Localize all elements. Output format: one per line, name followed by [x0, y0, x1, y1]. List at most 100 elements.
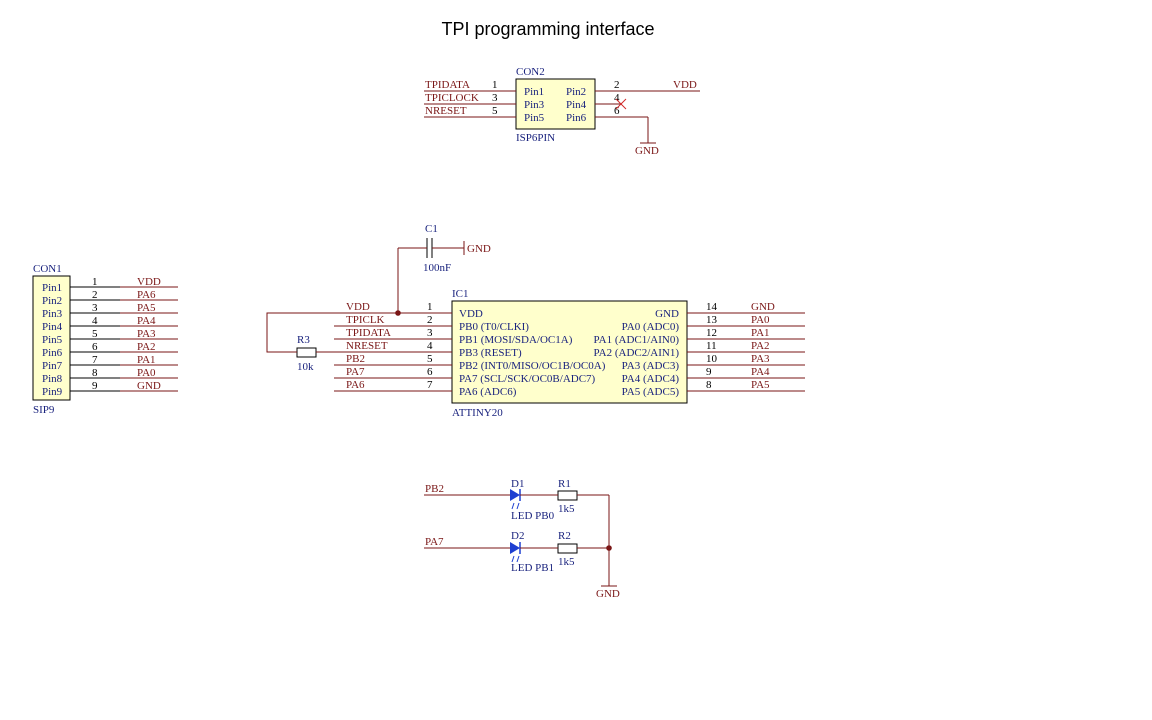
ic1-pin-number: 6 — [427, 366, 433, 378]
r3-resistor[interactable]: R3 10k — [296, 334, 317, 373]
led-wires: PB2 PA7 GND — [424, 483, 620, 600]
resistor-body — [296, 347, 317, 358]
con2-body — [515, 78, 596, 130]
ic1-body — [451, 300, 688, 404]
con1-net-label: PA6 — [137, 289, 156, 301]
con1-pin5-name: Pin5 — [42, 334, 63, 346]
con1-wires: 1 2 3 4 5 6 7 8 9 VDD PA6 PA5 PA4 PA3 PA… — [70, 276, 178, 392]
c1-capacitor[interactable]: C1 100nF — [423, 223, 451, 274]
r1-ref: R1 — [558, 478, 571, 490]
con1-pin6-name: Pin6 — [42, 347, 63, 359]
ic1-pin-name: PA5 (ADC5) — [622, 386, 680, 398]
net-label-tpiclock: TPICLOCK — [425, 92, 479, 104]
ic1-right-wires: 14 13 12 11 10 9 8 GND PA0 PA1 PA2 PA3 P… — [687, 301, 805, 392]
con1-body — [32, 275, 71, 401]
con1-net-label: PA3 — [137, 328, 156, 340]
ic1-pin-name: PA3 (ADC3) — [622, 360, 680, 372]
ic1-pin-number: 14 — [706, 301, 718, 313]
c1-wires: GND — [395, 241, 491, 316]
ic1-pin-number: 2 — [427, 314, 433, 326]
con2-pin6-name: Pin6 — [566, 112, 587, 124]
con2-pin1-name: Pin1 — [524, 86, 544, 98]
ic1-pin-name: PB0 (T0/CLKI) — [459, 321, 529, 333]
ic1-pin-name: PA6 (ADC6) — [459, 386, 517, 398]
r3-ref: R3 — [297, 334, 310, 346]
r2-resistor[interactable]: R2 1k5 — [557, 530, 578, 568]
con2-pin1-number: 1 — [492, 79, 498, 91]
ic1-net-label: PB2 — [346, 353, 365, 365]
con1-net-label: PA0 — [137, 367, 156, 379]
ic1-chip[interactable]: IC1 VDD PB0 (T0/CLKI) PB1 (MOSI/SDA/OC1A… — [451, 288, 688, 419]
no-connect-marker — [615, 98, 627, 110]
ic1-pin-name: PB1 (MOSI/SDA/OC1A) — [459, 334, 573, 346]
con1-pin7-name: Pin7 — [42, 360, 63, 372]
d1-value: LED PB0 — [511, 510, 555, 522]
net-label-pb2: PB2 — [425, 483, 444, 495]
ic1-net-label: TPIDATA — [346, 327, 391, 339]
con1-ref: CON1 — [33, 263, 62, 275]
con1-net-label: VDD — [137, 276, 161, 288]
net-label-vdd: VDD — [673, 79, 697, 91]
diode-triangle — [510, 542, 520, 554]
d2-value: LED PB1 — [511, 562, 554, 574]
ic1-net-label: PA6 — [346, 379, 365, 391]
r2-ref: R2 — [558, 530, 571, 542]
con1-pin4-number: 4 — [92, 315, 98, 327]
ic1-net-label: NRESET — [346, 340, 388, 352]
r3-wires — [266, 312, 334, 353]
light-emission-icon — [511, 502, 520, 510]
ic1-pin-number: 11 — [706, 340, 717, 352]
con2-ref: CON2 — [516, 66, 545, 78]
con1-net-label: PA4 — [137, 315, 156, 327]
ic1-pin-number: 12 — [706, 327, 717, 339]
con1-pin7-number: 7 — [92, 354, 98, 366]
ic1-net-label: PA2 — [751, 340, 770, 352]
resistor-body — [557, 543, 578, 554]
ic1-pin-name: PA7 (SCL/SCK/OC0B/ADC7) — [459, 373, 596, 385]
net-label-tpidata: TPIDATA — [425, 79, 470, 91]
con2-pin4-number: 4 — [614, 92, 620, 104]
con1-pin1-name: Pin1 — [42, 282, 62, 294]
junction-dot — [606, 545, 612, 551]
r1-resistor[interactable]: R1 1k5 — [557, 478, 578, 515]
con1-net-label: PA2 — [137, 341, 156, 353]
ic1-pin-number: 1 — [427, 301, 433, 313]
ic1-net-label: PA0 — [751, 314, 770, 326]
ic1-pin-number: 10 — [706, 353, 718, 365]
con1-pin2-name: Pin2 — [42, 295, 62, 307]
con1-pin1-number: 1 — [92, 276, 98, 288]
led-d2[interactable]: D2 LED PB1 — [510, 530, 554, 574]
net-wire — [266, 312, 334, 353]
ic1-net-label: PA1 — [751, 327, 770, 339]
page-title: TPI programming interface — [441, 19, 654, 39]
ic1-pin-number: 5 — [427, 353, 433, 365]
led-d1[interactable]: D1 LED PB0 — [510, 478, 555, 522]
r1-value: 1k5 — [558, 503, 575, 515]
ic1-ref: IC1 — [452, 288, 469, 300]
con1-pin6-number: 6 — [92, 341, 98, 353]
con1-pin8-name: Pin8 — [42, 373, 63, 385]
con2-pin4-name: Pin4 — [566, 99, 587, 111]
ic1-net-label: PA5 — [751, 379, 770, 391]
con2-value: ISP6PIN — [516, 132, 555, 144]
con2-pin2-number: 2 — [614, 79, 620, 91]
ic1-pin-number: 4 — [427, 340, 433, 352]
con1-pin3-name: Pin3 — [42, 308, 63, 320]
con1-pin8-number: 8 — [92, 367, 98, 379]
c1-ref: C1 — [425, 223, 438, 235]
r2-value: 1k5 — [558, 556, 575, 568]
con1-pin3-number: 3 — [92, 302, 98, 314]
con2-connector[interactable]: CON2 Pin1 Pin3 Pin5 Pin2 Pin4 Pin6 ISP6P… — [515, 66, 596, 144]
ic1-pin-name: PA1 (ADC1/AIN0) — [594, 334, 680, 346]
con2-pin2-name: Pin2 — [566, 86, 586, 98]
light-emission-icon — [511, 555, 520, 563]
ic1-pin-number: 7 — [427, 379, 433, 391]
con1-pin9-name: Pin9 — [42, 386, 63, 398]
con2-pin5-number: 5 — [492, 105, 498, 117]
con1-connector[interactable]: CON1 Pin1 Pin2 Pin3 Pin4 Pin5 Pin6 Pin7 … — [32, 263, 71, 416]
con1-pin9-number: 9 — [92, 380, 98, 392]
con1-net-label: PA1 — [137, 354, 156, 366]
ic1-pin-number: 9 — [706, 366, 712, 378]
ic1-left-wires: VDD TPICLK TPIDATA NRESET PB2 PA7 PA6 1 … — [334, 301, 452, 392]
